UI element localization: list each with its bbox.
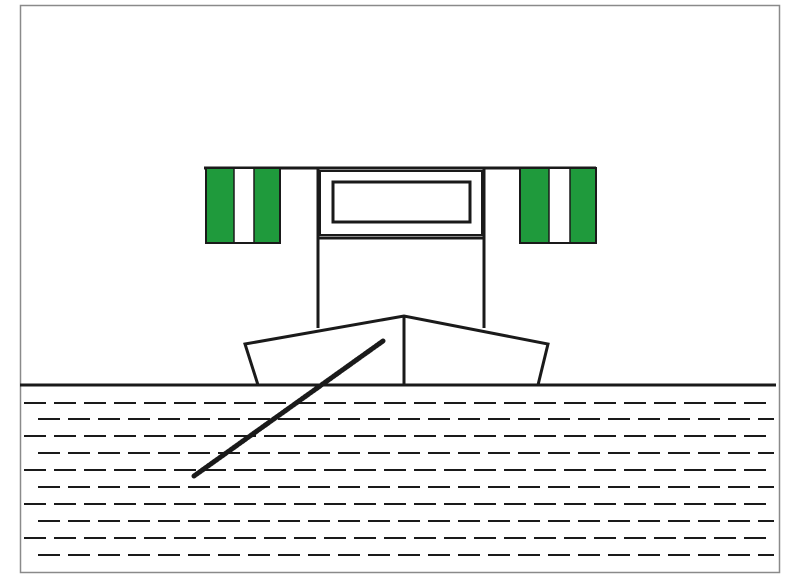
left-panel-icon: [206, 168, 280, 243]
hull: [245, 316, 548, 385]
water-surface: [24, 403, 774, 555]
right-panel-icon: [520, 168, 596, 243]
wheelhouse-window: [320, 171, 482, 235]
